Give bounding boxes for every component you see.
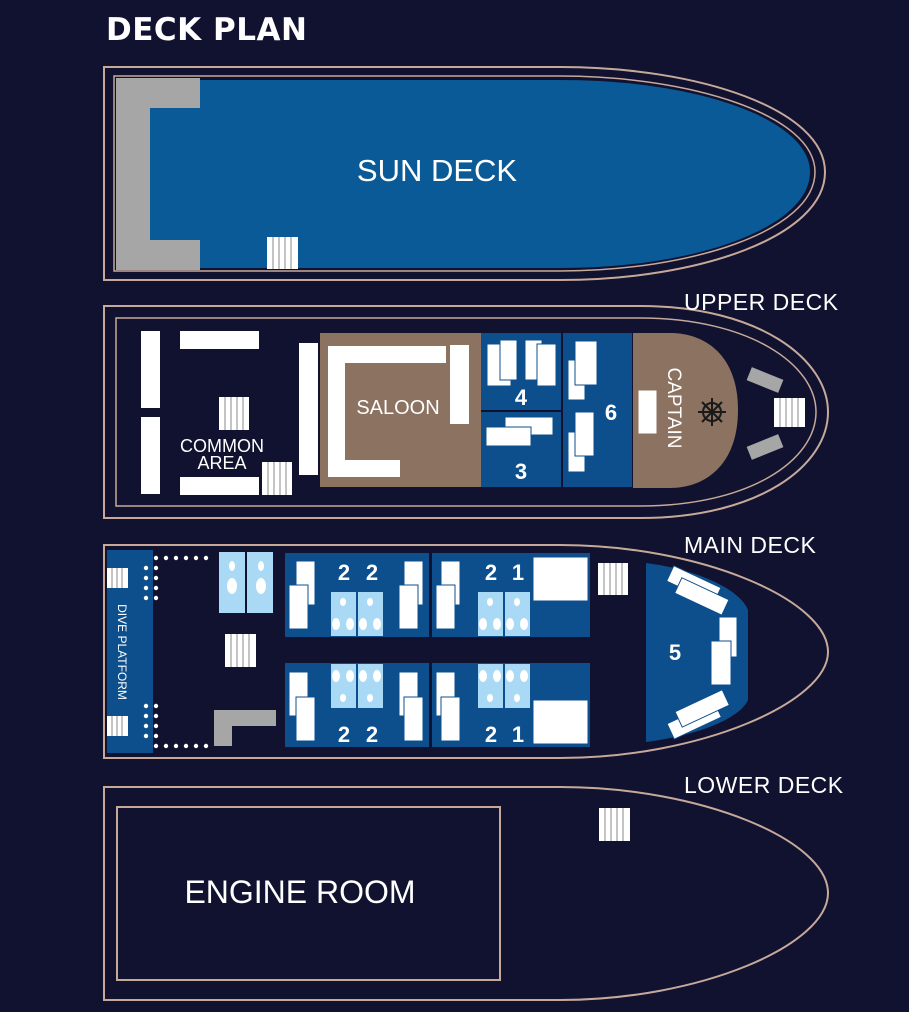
sun-deck: SUN DECK <box>103 66 827 281</box>
cabin-number: 2 <box>366 560 378 585</box>
common-area-bench-top <box>180 331 259 349</box>
engine-room-label: ENGINE ROOM <box>184 874 415 910</box>
main-deck-hull-outline <box>103 544 830 759</box>
cabin-number: 3 <box>515 459 527 484</box>
common-area-bench-left-bottom <box>141 417 160 494</box>
engine-room <box>116 806 501 981</box>
cabin-number: 2 <box>338 722 350 747</box>
main-deck-stairs-aft <box>225 634 256 667</box>
cabin-number: 5 <box>669 640 681 665</box>
dive-platform-stairs-top <box>107 568 128 588</box>
sun-deck-hull-outline <box>103 66 827 281</box>
sun-deck-hull-inner <box>113 75 816 272</box>
cabin-number: 2 <box>485 560 497 585</box>
main-deck: DIVE PLATFORM <box>103 544 830 759</box>
cabin-number: 4 <box>515 385 528 410</box>
upper-deck-hull-outline <box>103 305 830 519</box>
cabin-number: 2 <box>338 560 350 585</box>
common-area-counter <box>299 343 318 475</box>
lower-deck-label: LOWER DECK <box>684 772 844 798</box>
main-cabins-top: 2 2 2 1 <box>285 553 590 637</box>
common-area-bench-left-top <box>141 331 160 408</box>
saloon-sofa <box>328 346 446 477</box>
saloon-side-bench <box>450 345 469 424</box>
common-area-label-line2: AREA <box>197 453 246 473</box>
cabin-number: 2 <box>366 722 378 747</box>
upper-cabins: 4 3 6 <box>481 333 632 487</box>
upper-deck-label: UPPER DECK <box>684 289 839 315</box>
main-deck-grey-block <box>214 710 276 746</box>
bow-stairs <box>774 398 805 427</box>
bow-cabin: 5 <box>646 563 748 742</box>
captain-label: CAPTAIN <box>663 368 684 449</box>
rail-dots <box>143 555 209 749</box>
common-area-label-line1: COMMON <box>180 436 264 456</box>
main-deck-label: MAIN DECK <box>684 532 817 558</box>
lower-deck-hull-outline <box>103 786 830 1001</box>
bow-grey-block-top <box>746 367 784 393</box>
cabin-number: 2 <box>485 722 497 747</box>
common-area-bench-bottom <box>180 477 259 495</box>
sun-deck-label: SUN DECK <box>357 153 518 188</box>
saloon-label: SALOON <box>356 397 439 419</box>
sun-deck-bench <box>116 78 200 270</box>
main-deck-stairs-fwd <box>598 563 628 595</box>
lower-deck-stairs <box>599 808 630 841</box>
helm-wheel-icon <box>698 398 726 426</box>
main-cabins-bottom: 2 2 2 1 <box>285 663 590 747</box>
dive-platform-label: DIVE PLATFORM <box>115 604 129 700</box>
captain-bed <box>637 389 658 435</box>
cabin-number: 1 <box>512 722 524 747</box>
dive-platform-stairs-bottom <box>107 716 128 736</box>
common-area-stairs-aft <box>262 462 292 495</box>
captain-area <box>633 333 738 488</box>
common-area-stairs-center <box>219 397 249 430</box>
lower-deck: ENGINE ROOM <box>103 786 830 1001</box>
bow-grey-block-bottom <box>746 434 784 460</box>
page-title: DECK PLAN <box>106 12 308 48</box>
sun-deck-stairs <box>267 237 298 269</box>
upper-deck: COMMON AREA SALOON 4 3 6 <box>103 305 830 519</box>
upper-deck-hull-inner <box>115 317 817 507</box>
sun-deck-floor <box>150 80 810 268</box>
cabin-number: 6 <box>605 400 617 425</box>
aft-bathrooms <box>219 552 273 613</box>
cabin-number: 1 <box>512 560 524 585</box>
